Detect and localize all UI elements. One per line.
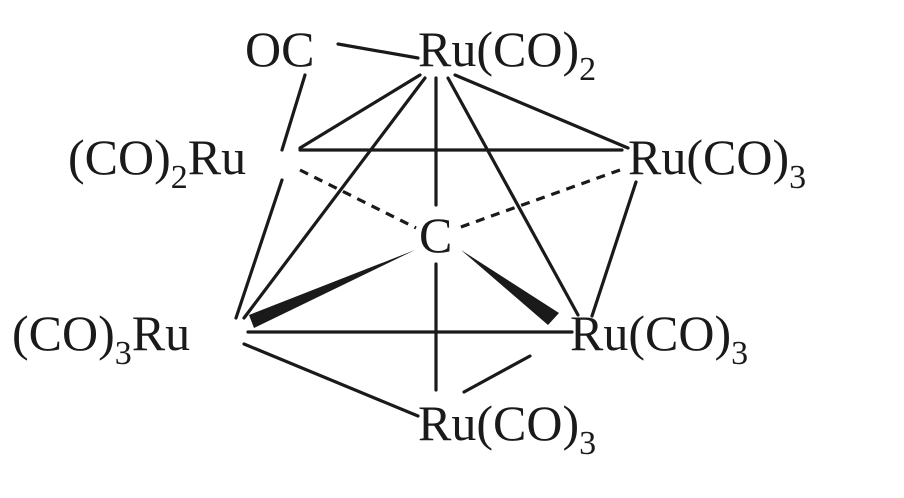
- label-ru-bottom-main: Ru(CO): [418, 395, 579, 451]
- label-ru-lower-right-main: Ru(CO): [570, 305, 731, 361]
- bond-ru-bottom-ru-lower-right-bridge: [462, 354, 532, 394]
- label-ru-top-subscript: 2: [579, 51, 596, 88]
- label-carbon: C: [419, 207, 452, 263]
- label-ru-upper-right-main: Ru(CO): [628, 129, 789, 185]
- label-ru-upper-right-subscript: 3: [789, 159, 806, 196]
- bond-ru-top-ru-upper-left: [298, 73, 422, 150]
- bond-oc-ru-upper-left: [280, 73, 307, 152]
- dashed-bond-ru-upper-left-carbon: [299, 168, 417, 230]
- label-ru-lower-right-subscript: 3: [731, 335, 748, 372]
- label-oc: OC: [245, 21, 314, 77]
- bond-oc-ru-top: [336, 42, 420, 60]
- wedge-bonds: [249, 250, 559, 328]
- label-ru-top: Ru(CO)2: [418, 21, 596, 88]
- label-ru-upper-left-pre: (CO): [68, 129, 171, 185]
- label-ru-lower-left: (CO)3Ru: [12, 305, 190, 372]
- label-ru-top-main: Ru(CO): [418, 21, 579, 77]
- label-ru-upper-left-post: Ru: [188, 129, 246, 185]
- label-ru-upper-left: (CO)2Ru: [68, 129, 246, 196]
- bond-ru-top-ru-upper-right: [453, 73, 630, 150]
- bond-ru-upper-left-ru-lower-left: [234, 178, 284, 320]
- bonds: [234, 42, 638, 418]
- atom-labels: OC Ru(CO)2 (CO)2Ru Ru(CO)3 C (CO)3Ru Ru(…: [12, 21, 806, 462]
- label-ru-lower-left-subscript: 3: [115, 335, 132, 372]
- label-ru-lower-left-post: Ru: [132, 305, 190, 361]
- label-ru-lower-right: Ru(CO)3: [570, 305, 748, 372]
- dashed-bonds: [299, 168, 621, 230]
- label-ru-bottom: Ru(CO)3: [418, 395, 596, 462]
- bond-ru-upper-right-ru-lower-right: [590, 180, 638, 318]
- bond-ru-top-ru-lower-right: [446, 76, 580, 317]
- label-ru-upper-right: Ru(CO)3: [628, 129, 806, 196]
- wedge-bond-carbon-ru-lower-right: [461, 250, 559, 325]
- label-ru-bottom-subscript: 3: [579, 425, 596, 462]
- dashed-bond-ru-upper-right-carbon: [457, 168, 621, 230]
- label-ru-lower-left-pre: (CO): [12, 305, 115, 361]
- label-ru-upper-left-subscript: 2: [171, 159, 188, 196]
- bond-ru-top-ru-lower-left: [242, 76, 427, 320]
- bond-ru-lower-left-ru-bottom: [242, 342, 420, 418]
- wedge-bond-carbon-ru-lower-left: [249, 250, 415, 328]
